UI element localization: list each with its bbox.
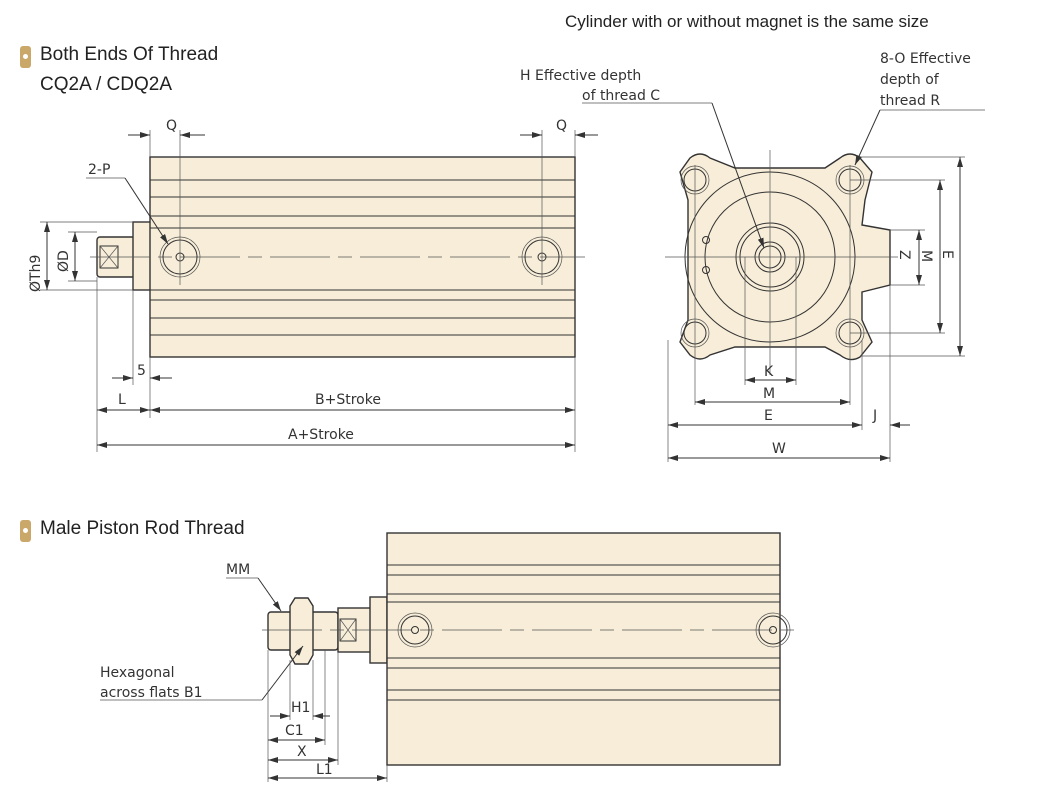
b-stroke-label: B+Stroke (315, 392, 381, 408)
section-title-both-ends: Both Ends Of Thread (40, 44, 219, 65)
d-label: ØD (56, 250, 72, 272)
hex-label-line1: Hexagonal (100, 665, 175, 681)
male-rod-view: MM Hexagonal across flats B1 H1 C1 X L1 (100, 532, 795, 782)
end-view: Z M E K M E J W H Effective depth of thr… (520, 51, 985, 462)
a-stroke-label: A+Stroke (288, 427, 354, 443)
w-label: W (772, 441, 786, 457)
q-left-label: Q (166, 118, 177, 134)
e-vertical-label: E (939, 250, 955, 259)
m-vertical-label: M (918, 250, 934, 262)
j-label: J (872, 408, 877, 424)
section-bullet-icon (20, 520, 31, 542)
e-horizontal-label: E (764, 408, 773, 424)
section-bullet-icon (20, 46, 31, 68)
h-thread-label-line1: H Effective depth (520, 68, 641, 84)
model-label: CQ2A / CDQ2A (40, 74, 172, 95)
k-label: K (764, 364, 774, 380)
l-label: L (118, 392, 126, 408)
h1-label: H1 (291, 700, 310, 716)
l1-label: L1 (316, 762, 333, 778)
m-horizontal-label: M (763, 386, 775, 402)
th9-label: ØTh9 (28, 255, 44, 292)
side-view: Q Q 2-P ØTh9 ØD 5 L B+Stroke A+Stroke (28, 118, 598, 452)
x-label: X (297, 744, 307, 760)
magnet-note: Cylinder with or without magnet is the s… (565, 12, 929, 31)
c1-label: C1 (285, 723, 304, 739)
o-thread-label-line3: thread R (880, 93, 940, 109)
mm-label: MM (226, 562, 250, 578)
section-title-male-rod: Male Piston Rod Thread (40, 518, 245, 539)
h-thread-label-line2: of thread C (582, 88, 660, 104)
hex-label-line2: across flats B1 (100, 685, 202, 701)
five-label: 5 (137, 363, 146, 379)
port-label: 2-P (88, 162, 110, 178)
z-label: Z (896, 250, 912, 260)
q-right-label: Q (556, 118, 567, 134)
o-thread-label-line1: 8-O Effective (880, 51, 971, 67)
o-thread-label-line2: depth of (880, 72, 940, 88)
